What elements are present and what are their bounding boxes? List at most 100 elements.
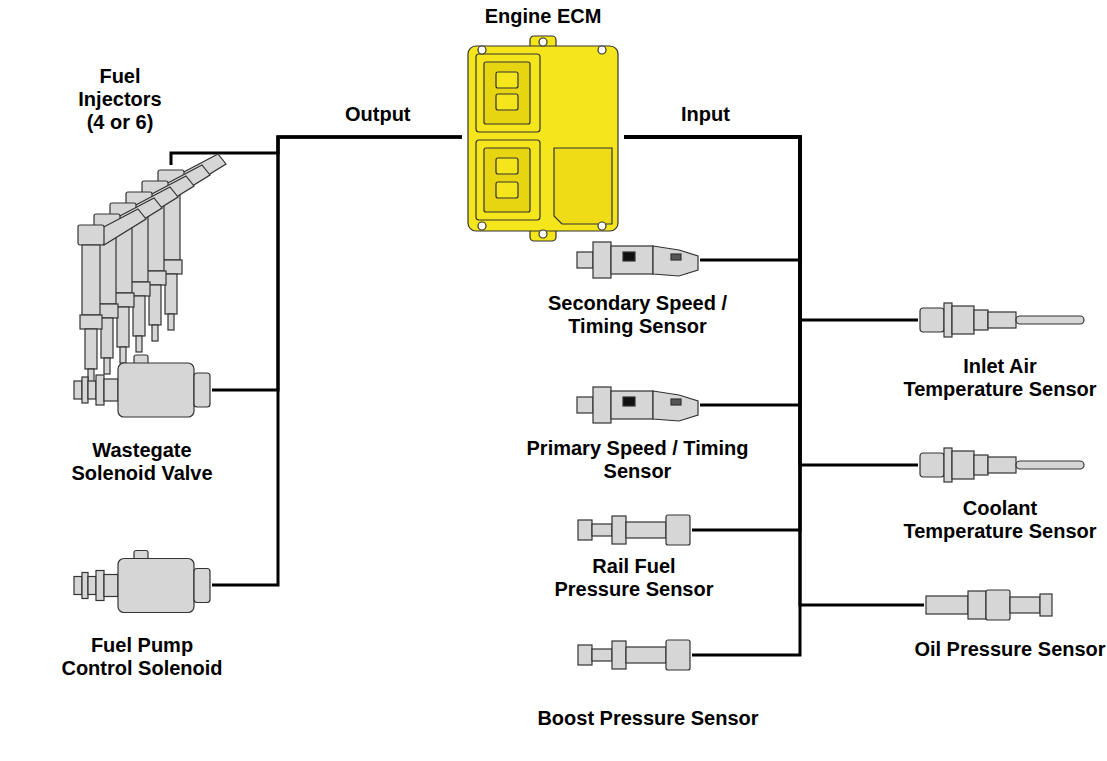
part-outline: [626, 522, 666, 538]
part-outline: [968, 591, 986, 619]
part-outline: [104, 379, 118, 401]
part-label: Primary Speed / Timing Sensor: [527, 437, 749, 483]
part-outline: [577, 252, 593, 268]
part-label: Rail Fuel Pressure Sensor: [549, 555, 719, 601]
part-outline: [671, 254, 681, 260]
part-outline: [577, 397, 593, 413]
part-outline: [194, 373, 210, 407]
wire: [624, 137, 924, 605]
part-outline: [118, 559, 194, 613]
mounting-hole: [539, 230, 547, 238]
pressure-sensor-picture: [576, 514, 692, 546]
mounting-hole: [598, 46, 606, 54]
part-label: Boost Pressure Sensor: [528, 707, 768, 730]
wire: [212, 137, 462, 390]
part-outline: [611, 391, 653, 419]
part-label: Fuel Pump Control Solenoid: [56, 634, 228, 680]
part-outline: [82, 573, 88, 599]
part-outline: [82, 245, 100, 315]
part-outline: [120, 347, 126, 363]
pressure-sensor: Boost Pressure Sensor: [576, 635, 692, 675]
part-outline: [101, 318, 113, 358]
part-outline: [82, 377, 88, 403]
part-outline: [623, 252, 635, 261]
part-outline: [1016, 461, 1084, 469]
part-outline: [578, 520, 592, 540]
speed-sensor-drawing: [577, 387, 698, 423]
fuel-pump-solenoid: Fuel Pump Control Solenoid: [72, 548, 212, 623]
part-outline: [100, 209, 146, 245]
speed-sensor: Primary Speed / Timing Sensor: [575, 381, 700, 429]
speed-sensor-drawing: [577, 242, 698, 278]
part-outline: [671, 399, 681, 405]
part-label: Secondary Speed / Timing Sensor: [527, 292, 749, 338]
part-outline: [476, 54, 540, 132]
pressure-sensor: Rail Fuel Pressure Sensor: [576, 514, 692, 546]
part-outline: [496, 94, 518, 110]
part-outline: [74, 577, 82, 595]
part-outline: [1040, 594, 1052, 616]
part-label: Inlet Air Temperature Sensor: [901, 355, 1099, 401]
engine-ecm-drawing: [468, 36, 618, 241]
mounting-hole: [478, 222, 486, 230]
pressure-sensor: Oil Pressure Sensor: [924, 589, 1054, 621]
mounting-hole: [598, 222, 606, 230]
part-outline: [578, 645, 592, 665]
part-outline: [611, 246, 653, 274]
part-outline: [168, 314, 174, 330]
engine-ecm-picture: [462, 36, 624, 241]
temperature-sensor: Inlet Air Temperature Sensor: [918, 300, 1086, 340]
part-outline: [666, 515, 690, 545]
part-label: Oil Pressure Sensor: [900, 638, 1107, 661]
part-outline: [74, 381, 82, 399]
mounting-hole: [539, 38, 547, 46]
part-outline: [593, 242, 611, 278]
part-outline: [653, 391, 698, 421]
part-outline: [88, 381, 96, 399]
part-outline: [496, 182, 518, 198]
part-outline: [194, 569, 210, 603]
part-outline: [592, 649, 612, 661]
fuel-injectors: Fuel Injectors (4 or 6): [70, 165, 255, 390]
part-label: Fuel Injectors (4 or 6): [70, 65, 170, 134]
part-outline: [626, 647, 666, 663]
part-outline: [165, 274, 177, 314]
part-outline: [136, 336, 142, 352]
temperature-sensor-picture: [918, 445, 1086, 485]
part-outline: [96, 571, 104, 601]
mounting-hole: [478, 46, 486, 54]
part-outline: [592, 524, 612, 536]
part-outline: [149, 285, 161, 325]
part-outline: [468, 46, 618, 231]
part-outline: [593, 387, 611, 423]
part-outline: [1010, 597, 1040, 613]
fuel-pump-solenoid-drawing: [74, 551, 210, 613]
part-outline: [623, 397, 635, 406]
speed-sensor: Secondary Speed / Timing Sensor: [575, 236, 700, 284]
part-outline: [926, 596, 968, 614]
temperature-sensor-drawing: [920, 448, 1084, 482]
part-outline: [152, 325, 158, 341]
wire: [624, 137, 800, 260]
part-outline: [78, 225, 104, 245]
part-outline: [104, 575, 118, 597]
fuel-pump-solenoid-picture: [72, 548, 212, 623]
part-outline: [988, 457, 1016, 473]
pressure-sensor-drawing: [926, 590, 1052, 620]
part-outline: [496, 158, 518, 174]
part-outline: [476, 140, 540, 220]
part-outline: [952, 451, 974, 479]
bus-label: Input: [681, 103, 730, 126]
part-label: Wastegate Solenoid Valve: [62, 439, 222, 485]
part-outline: [554, 148, 612, 224]
speed-sensor-picture: [575, 236, 700, 284]
fuel-injectors-drawing: [78, 154, 226, 385]
part-outline: [974, 455, 988, 475]
part-outline: [612, 641, 626, 669]
temperature-sensor: Coolant Temperature Sensor: [918, 445, 1086, 485]
pressure-sensor-drawing: [578, 515, 690, 545]
part-outline: [666, 640, 690, 670]
part-outline: [484, 148, 530, 212]
part-outline: [952, 306, 974, 334]
